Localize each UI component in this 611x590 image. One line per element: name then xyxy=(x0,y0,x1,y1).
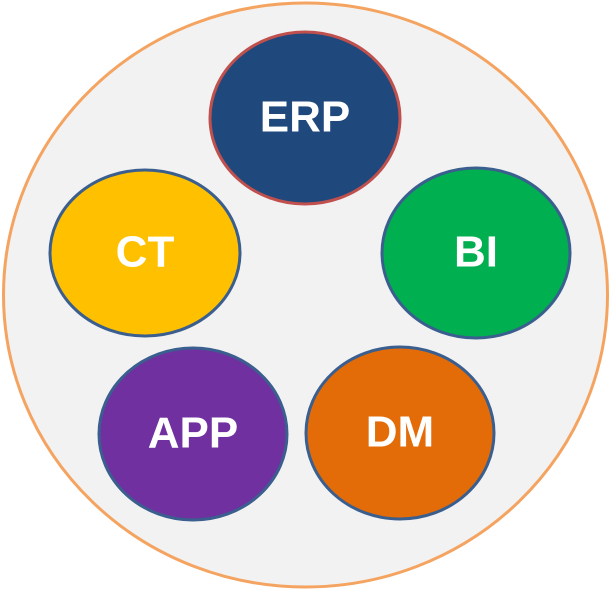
ct-label: CT xyxy=(116,228,175,277)
bi-ellipse xyxy=(380,166,572,340)
app-ellipse xyxy=(97,346,289,522)
node-ct: CT xyxy=(48,168,242,338)
node-app: APP xyxy=(97,346,289,522)
dm-ellipse xyxy=(304,345,496,521)
app-label: APP xyxy=(148,409,238,458)
erp-label: ERP xyxy=(260,93,350,142)
ct-ellipse xyxy=(48,168,242,338)
dm-label: DM xyxy=(366,408,434,457)
node-erp: ERP xyxy=(208,30,402,206)
node-dm: DM xyxy=(304,345,496,521)
node-bi: BI xyxy=(380,166,572,340)
erp-ellipse xyxy=(208,30,402,206)
bi-label: BI xyxy=(454,228,498,277)
